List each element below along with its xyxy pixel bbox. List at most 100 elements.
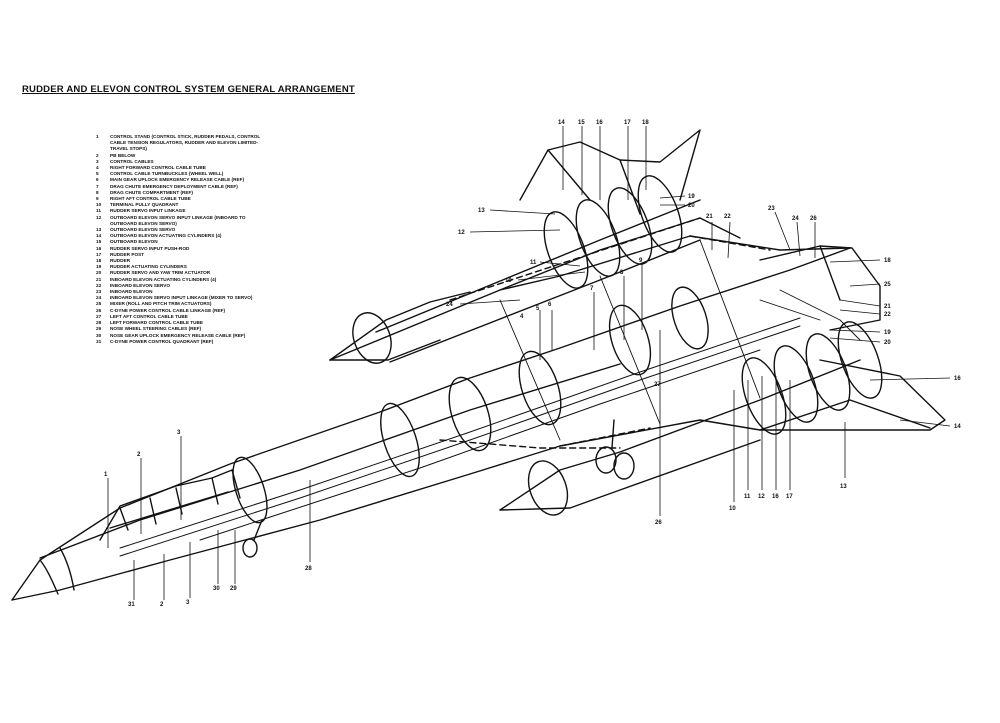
callout-number: 26 (655, 520, 662, 526)
nose-landing-gear (242, 519, 263, 558)
cockpit-canopy (99, 469, 241, 541)
legend-item: 11 RUDDER SERVO INPUT LINKAGE (96, 208, 268, 214)
callout-number: 11 (530, 260, 537, 266)
legend-number: 24 (96, 295, 102, 301)
legend-item: 10 TERMINAL PULLY QUADRANT (96, 202, 268, 208)
control-cable-tubes (119, 317, 801, 557)
legend-number: 31 (96, 338, 102, 344)
legend-number: 25 (96, 301, 102, 307)
legend-text: C-DYNE POWER CONTROL CABLE LINKAGE (REF) (110, 307, 226, 313)
legend-number: 4 (96, 165, 99, 171)
legend-text: PB BELOW (110, 152, 136, 158)
legend-number: 18 (96, 258, 102, 264)
legend-number: 5 (96, 171, 99, 177)
legend-number: 26 (96, 307, 102, 313)
legend-text: MAIN GEAR UPLOCK EMERGENCY RELEASE CABLE… (110, 177, 245, 183)
legend-number: 13 (96, 227, 102, 233)
callout-number: 23 (768, 206, 775, 212)
legend-text: TERMINAL PULLY QUADRANT (110, 202, 179, 208)
callout-number: 6 (548, 302, 552, 308)
legend-number: 19 (96, 264, 102, 270)
legend-text: MIXER (ROLL AND PITCH TRIM ACTUATORS) (110, 301, 212, 307)
legend-number: 27 (96, 313, 102, 319)
legend-number: 12 (96, 214, 102, 220)
legend-text: RUDDER POST (110, 251, 145, 257)
callout-number: 18 (642, 120, 649, 126)
legend-text: RUDDER SERVO AND YAW TRIM ACTUATOR (110, 270, 211, 276)
callout-number: 14 (558, 120, 565, 126)
legend-item: 25 MIXER (ROLL AND PITCH TRIM ACTUATORS) (96, 301, 268, 307)
callout-labels: 14 15 16 17 18 19 20 13 12 11 10 24 21 2… (104, 120, 961, 608)
legend-number: 11 (96, 208, 101, 214)
legend-text: RIGHT FORWARD CONTROL CABLE TUBE (110, 165, 206, 171)
legend-number: 2 (96, 152, 99, 158)
legend-number: 20 (96, 270, 102, 276)
legend-number: 22 (96, 282, 102, 288)
callout-number: 3 (186, 600, 190, 606)
legend-text: NOSE GEAR UPLOCK EMERGENCY RELEASE CABLE… (110, 332, 246, 338)
legend-item: 26 C-DYNE POWER CONTROL CABLE LINKAGE (RE… (96, 308, 268, 314)
callout-number: 4 (520, 314, 524, 320)
callout-number: 22 (884, 312, 891, 318)
callout-number: 13 (840, 484, 847, 490)
callout-number: 20 (688, 203, 695, 209)
legend-number: 6 (96, 177, 99, 183)
legend-text: RUDDER SERVO INPUT LINKAGE (110, 208, 186, 214)
callout-number: 18 (884, 258, 891, 264)
legend-text: CONTROL CABLES (110, 158, 154, 164)
legend-number: 17 (96, 251, 102, 257)
legend-item: 24 INBOARD ELEVON SERVO INPUT LINKAGE (MI… (96, 295, 268, 301)
diagram-title: RUDDER AND ELEVON CONTROL SYSTEM GENERAL… (22, 84, 355, 95)
legend-text: OUTBOARD ELEVON SERVO (110, 227, 176, 233)
legend-text: INBOARD ELEVON SERVO INPUT LINKAGE (MIXE… (110, 295, 253, 301)
legend-item: 12 OUTBOARD ELEVON SERVO INPUT LINKAGE (I… (96, 215, 268, 227)
left-rudder-fin (519, 129, 701, 215)
callout-number: 10 (729, 506, 736, 512)
callout-number: 16 (772, 494, 779, 500)
legend-item: 3 CONTROL CABLES (96, 159, 268, 165)
legend-number: 8 (96, 189, 99, 195)
right-nacelle (499, 321, 883, 516)
legend-item: 18 RUDDER (96, 258, 268, 264)
legend-text: OUTBOARD ELEVON SERVO INPUT LINKAGE (INB… (110, 214, 246, 226)
callout-number: 9 (639, 258, 643, 264)
legend-number: 28 (96, 320, 102, 326)
callout-number: 28 (305, 566, 312, 572)
legend-item: 29 NOSE WHEEL STEERING CABLES (REF) (96, 326, 268, 332)
callout-number: 2 (137, 452, 141, 458)
legend-item: 2 PB BELOW (96, 153, 268, 159)
legend-number: 30 (96, 332, 102, 338)
legend-text: CONTROL CABLE TURNBUCKLES (WHEEL WELL) (110, 171, 224, 177)
callout-number: 29 (230, 586, 237, 592)
legend-text: RUDDER (110, 258, 131, 264)
callout-leaders (107, 126, 951, 600)
callout-number: 5 (536, 306, 540, 312)
legend-text: OUTBOARD ELEVON (110, 239, 158, 245)
legend-number: 29 (96, 326, 102, 332)
callout-number: 30 (213, 586, 220, 592)
callout-number: 17 (786, 494, 793, 500)
legend-number: 21 (96, 276, 102, 282)
callout-number: 12 (758, 494, 765, 500)
legend-number: 10 (96, 202, 102, 208)
callout-number: 3 (177, 430, 181, 436)
right-rudder-fin (759, 245, 881, 331)
callout-number: 19 (688, 194, 695, 200)
callout-number: 19 (884, 330, 891, 336)
legend-text: NOSE WHEEL STEERING CABLES (REF) (110, 326, 202, 332)
legend-number: 3 (96, 158, 99, 164)
